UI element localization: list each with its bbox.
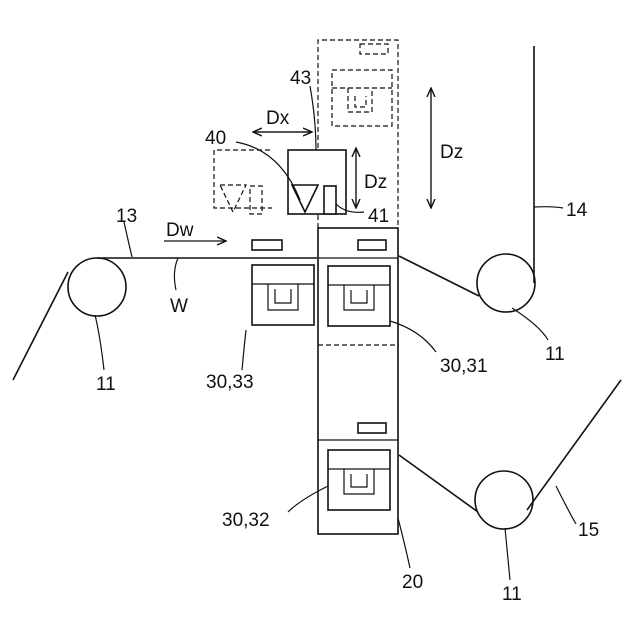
- label-30-31: 30,31: [440, 356, 488, 377]
- web-to-roller-right-bottom: [399, 455, 478, 512]
- label-40: 40: [205, 128, 226, 149]
- label-30-32: 30,32: [222, 510, 270, 531]
- unit-43: [288, 150, 346, 214]
- leader-w: [174, 258, 178, 290]
- leader-14: [534, 207, 563, 208]
- head-32-outer: [328, 450, 390, 510]
- label-43: 43: [290, 68, 311, 89]
- label-dw: Dw: [166, 220, 194, 241]
- web-15: [527, 380, 621, 510]
- web-left-incoming: [13, 272, 68, 380]
- leader-11-right-top: [512, 308, 548, 340]
- part-41-ghost: [250, 186, 262, 214]
- roller-right-top: [477, 254, 535, 312]
- web-to-roller-right-top: [399, 256, 479, 296]
- roller-left: [68, 258, 126, 316]
- leader-20: [398, 518, 410, 568]
- leader-13: [124, 222, 132, 257]
- head-33-outer: [252, 265, 314, 325]
- leader-43: [310, 86, 316, 150]
- part-41: [324, 186, 336, 214]
- slot-33: [252, 240, 282, 250]
- upper-dash-head-inner: [355, 96, 366, 107]
- upper-dash-head-cup: [348, 88, 372, 112]
- label-dz-large: Dz: [440, 142, 463, 163]
- label-11-right-bottom: 11: [502, 584, 522, 605]
- slot-31: [358, 240, 386, 250]
- roller-right-bottom: [475, 471, 533, 529]
- slot-32: [358, 423, 386, 433]
- label-13: 13: [116, 206, 137, 227]
- unit-43-ghost: [214, 150, 272, 208]
- label-dx: Dx: [266, 108, 290, 129]
- label-dz-small: Dz: [364, 172, 387, 193]
- head-31-outer: [328, 266, 390, 326]
- label-14: 14: [566, 200, 588, 221]
- upper-dash-head: [332, 70, 392, 126]
- leader-30-33: [242, 330, 246, 370]
- leader-15: [556, 486, 576, 524]
- label-30-33: 30,33: [206, 372, 254, 393]
- upper-dash-slot: [360, 44, 388, 54]
- label-11-right-top: 11: [545, 344, 565, 365]
- label-15: 15: [578, 520, 599, 541]
- label-41: 41: [368, 206, 389, 227]
- label-11-left: 11: [96, 374, 116, 395]
- leader-11-right-bottom: [505, 528, 510, 580]
- leader-11-left: [95, 315, 104, 370]
- label-20: 20: [402, 572, 423, 593]
- label-w: W: [170, 296, 188, 317]
